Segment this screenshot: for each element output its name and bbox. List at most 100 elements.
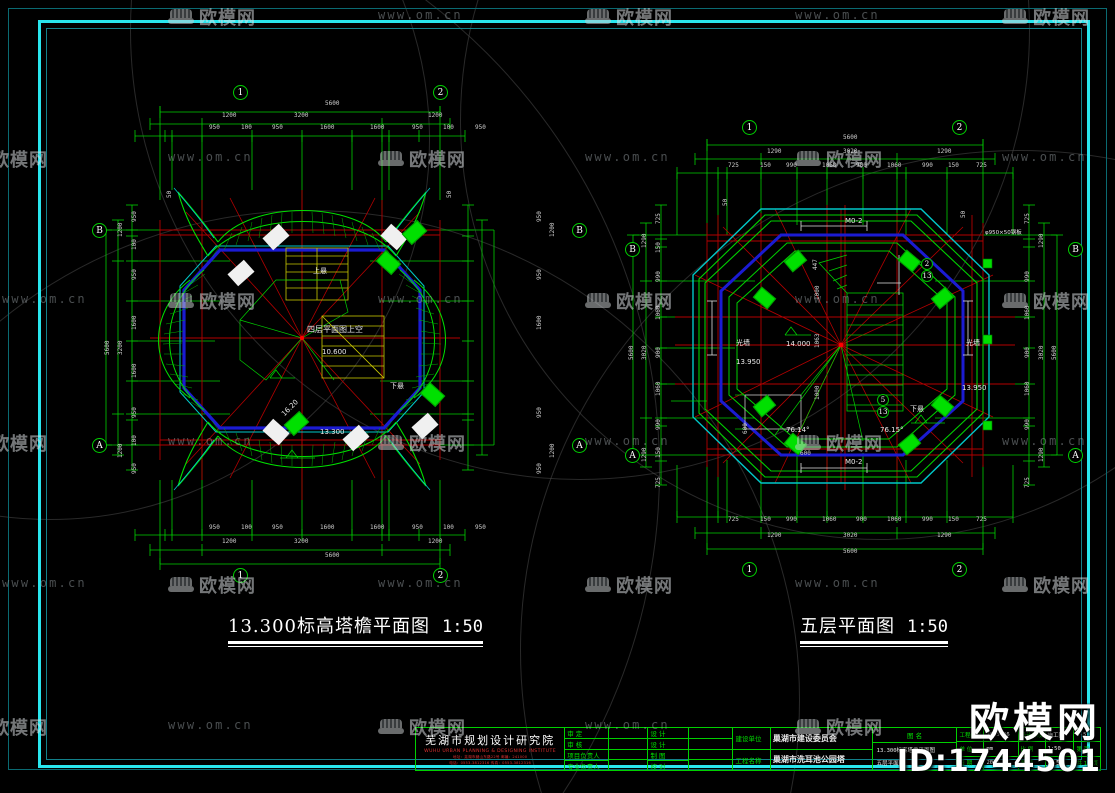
dim-label: 950 [412,524,423,531]
dim-label: 900 [655,347,662,358]
grid-bubble-b: B [572,223,587,238]
elev-14000: 14.000 [786,340,811,348]
watermark-logo: 欧模网 [1002,288,1090,314]
sofa-icon [585,293,611,309]
dim-label: 1290 [937,148,952,155]
tb-key: 比 例 [1020,746,1034,753]
grid-bubble-a: A [1068,448,1083,463]
dim-label: 1600 [370,524,385,531]
watermark-logo: 欧模网 [795,146,883,172]
sofa-icon [1002,293,1028,309]
dim-label: 950 [412,124,423,131]
tb-val: J-5 [1047,759,1061,768]
watermark-logo-text: 欧模网 [409,434,466,455]
dim-label: 100 [131,435,138,446]
angle-7615: 76.15° [880,426,904,434]
note-steel-plate: φ950×50钢板 [985,230,1022,236]
sofa-icon [378,719,404,735]
watermark-logo-text: 欧模网 [826,150,883,171]
watermark-logo: 欧模网 [168,288,256,314]
dim-label: 1200 [117,443,124,458]
tb-val [689,760,693,770]
dim-label: 5600 [325,552,340,559]
dim-label: 950 [475,524,486,531]
elev-10600: 10.600 [322,348,347,356]
watermark-logo: 欧模网 [585,288,673,314]
grid-bubble-1: 1 [233,568,248,583]
dim-label: 1600 [131,363,138,378]
dim-label: 1200 [117,222,124,237]
watermark-logo-text: 欧模网 [1033,576,1090,597]
note-wall-l: 光墙 [736,339,750,347]
watermark-logo: 欧模网 [0,146,48,172]
dim-label: 1200 [428,112,443,119]
dim-label: 1200 [222,112,237,119]
dim-label: 5600 [843,134,858,141]
watermark-logo: 欧模网 [0,714,48,740]
left-plan-title: 13.300标高塔檐平面图 1:50 [228,612,483,647]
tb-key: 设计阶段 [1020,732,1043,739]
watermark-logo: 欧模网 [378,430,466,456]
dim-447: 447 [812,259,819,270]
watermark-url: www.om.cn [1002,434,1087,448]
right-plan-title-text: 五层平面图 [800,616,895,637]
grid-bubble-2: 2 [952,120,967,135]
watermark-url: www.om.cn [585,718,670,732]
grid-bubble-2: 2 [952,562,967,577]
dim-label: 1600 [320,524,335,531]
dim-label: 990 [655,271,662,282]
dim-label-small: 50 [722,198,729,206]
dim-label: 3200 [117,340,124,355]
watermark-url: www.om.cn [168,718,253,732]
watermark-logo-text: 欧模网 [1033,292,1090,313]
title-underline-thin [800,646,948,647]
watermark-logo: 欧模网 [1002,572,1090,598]
tb-val: 2005-06 [986,731,1010,738]
tb-val [689,739,693,749]
dim-label: 725 [655,477,662,488]
watermark-logo-text: 欧模网 [199,292,256,313]
dim-label: 1600 [536,315,543,330]
watermark-url: www.om.cn [2,292,87,306]
dim-label: 950 [131,463,138,474]
dim-label: 150 [655,447,662,458]
watermark-url: www.om.cn [378,8,463,22]
dim-label: 725 [728,162,739,169]
title-underline [228,641,483,644]
elev-13950: 13.950 [962,384,987,392]
tb-key: 项目负责人 [567,751,600,760]
detail-ref-bottom: 13 [921,270,933,282]
dim-600b: 600 [742,423,749,434]
dim-1063: 1063 [814,333,821,348]
dim-label: 990 [786,162,797,169]
tb-design-keys: 设 计 设 计 制 图 校 对 [648,728,690,771]
dim-label: 950 [131,211,138,222]
tb-val [609,760,613,770]
dim-label-small: 50 [960,210,967,218]
tb-key: 共 13 页 [1076,761,1098,768]
tb-val: 五层平面图 [876,761,905,768]
detail-ref-top: 5 [877,394,889,406]
dim-label: 1060 [822,516,837,523]
tb-key: 审 定 [567,729,583,738]
sofa-icon [168,293,194,309]
watermark-logo-text: 欧模网 [409,150,466,171]
dim-label: 1060 [887,162,902,169]
watermark-logo-text: 欧模网 [0,150,48,171]
tb-key: 审 核 [567,740,583,749]
tb-key: 图 名 [907,731,923,740]
grid-bubble-b: B [1068,242,1083,257]
tb-val [609,750,613,760]
grid-bubble-1: 1 [233,85,248,100]
dim-label: 725 [1024,213,1031,224]
dim-label: 1200 [222,538,237,545]
dim-label: 1290 [1038,233,1045,248]
detail-ref-bottom: 13 [877,406,889,418]
watermark-url: www.om.cn [1002,150,1087,164]
tb-val: 巢湖市建设委员会 [772,733,837,743]
tb-key: 建设单位 [735,735,762,744]
dim-label: 100 [131,239,138,250]
dim-label: 1600 [320,124,335,131]
sheet-frame-outer [8,8,1107,770]
watermark-url: www.om.cn [2,576,87,590]
